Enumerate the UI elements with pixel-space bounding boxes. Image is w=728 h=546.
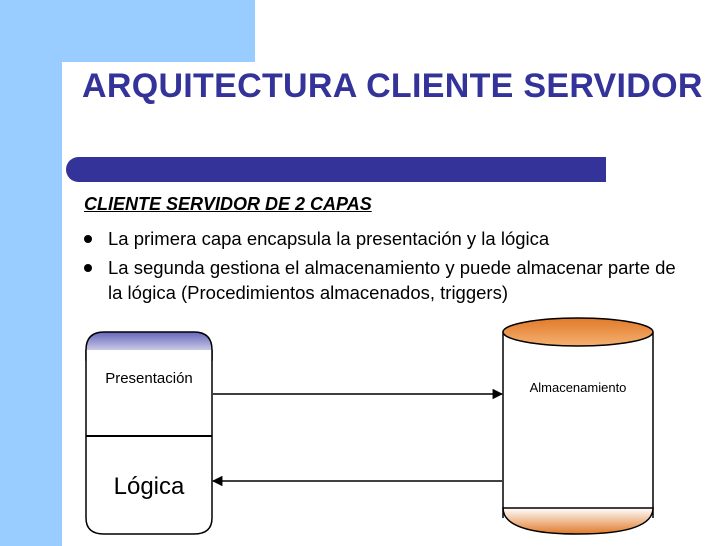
cylinder-top <box>502 317 654 347</box>
presentation-label: Presentación <box>105 370 193 387</box>
database-cylinder: Almacenamiento <box>502 317 654 535</box>
client-box-body <box>85 350 213 535</box>
bullet-item: La primera capa encapsula la presentació… <box>84 226 684 251</box>
bullet-icon <box>84 264 92 272</box>
cylinder-body <box>503 332 653 518</box>
title-underline-bar <box>66 157 606 182</box>
background-side-block <box>0 0 62 546</box>
background-corner-block <box>0 0 255 62</box>
logic-label: Lógica <box>114 473 185 500</box>
slide-title-text: ARQUITECTURA CLIENTE SERVIDOR <box>82 67 703 105</box>
slide-subtitle: CLIENTE SERVIDOR DE 2 CAPAS <box>84 194 372 214</box>
bullet-text: La primera capa encapsula la presentació… <box>108 228 550 249</box>
storage-label: Almacenamiento <box>530 380 627 395</box>
client-box: Presentación Lógica <box>85 331 213 535</box>
cylinder-bottom <box>502 507 654 535</box>
bullet-icon <box>84 235 92 243</box>
bullet-item: La segunda gestiona el almacenamiento y … <box>84 255 684 305</box>
bullet-text: La segunda gestiona el almacenamiento y … <box>108 257 676 303</box>
slide-title: ARQUITECTURA CLIENTE SERVIDOR <box>82 68 703 105</box>
bullet-list: La primera capa encapsula la presentació… <box>84 226 684 309</box>
